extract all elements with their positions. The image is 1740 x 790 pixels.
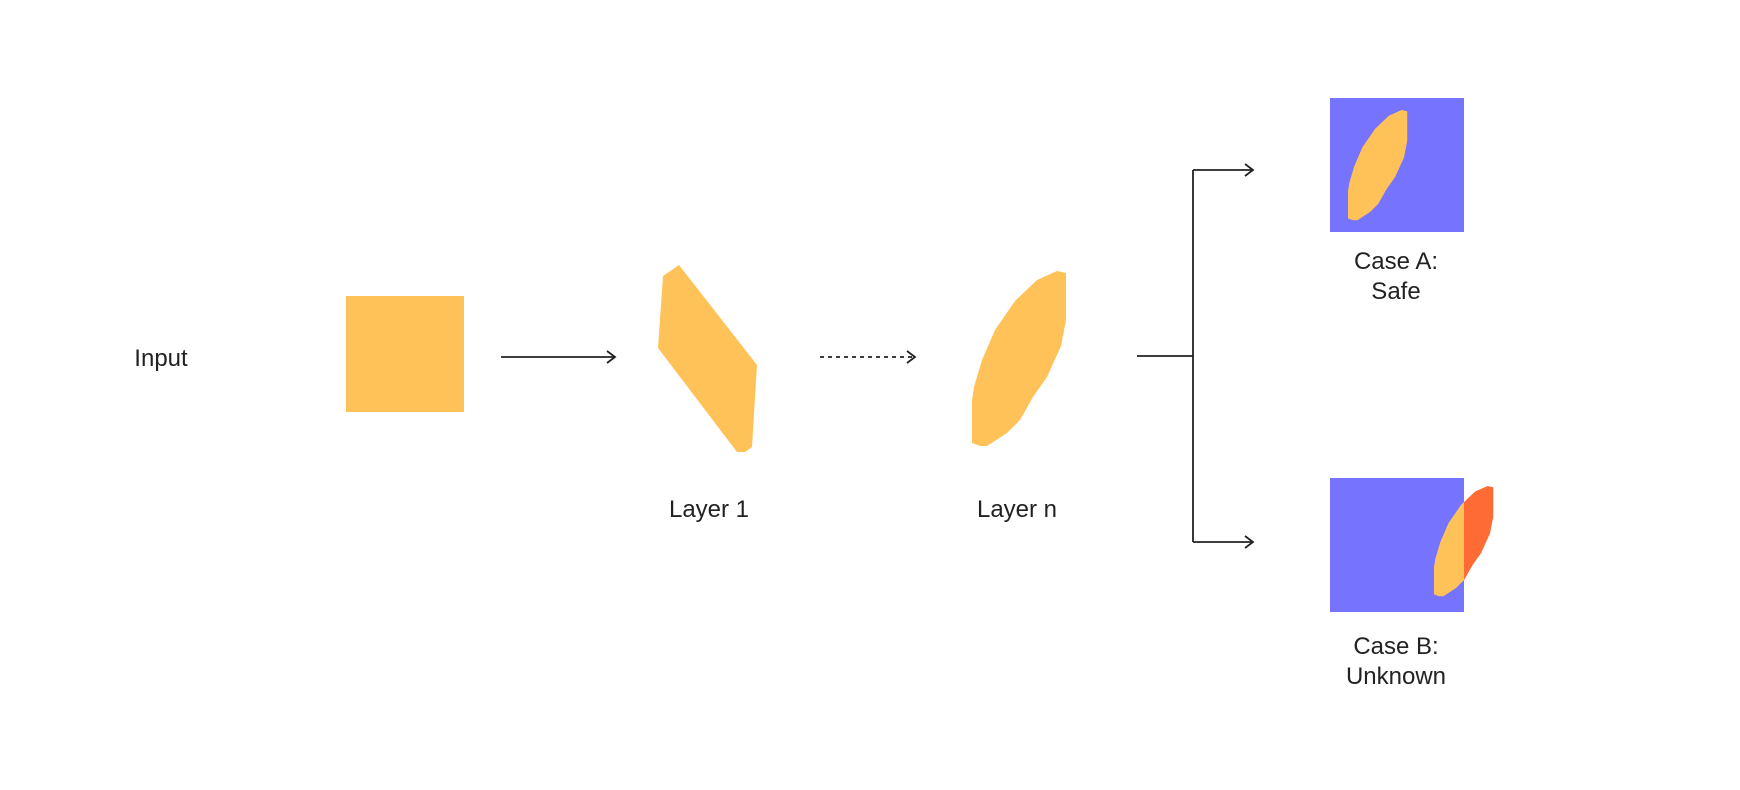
case-a-graphic	[1330, 98, 1464, 232]
case-b-title: Case B:	[1353, 633, 1439, 660]
input-label: Input	[134, 345, 188, 372]
input-square	[346, 296, 464, 412]
layern-label: Layer n	[976, 496, 1058, 523]
case-a-status: Safe	[1371, 278, 1421, 305]
layer1-shape	[658, 265, 757, 452]
case-b-label: Case B: Unknown	[1346, 632, 1446, 692]
case-a-label: Case A: Safe	[1354, 247, 1438, 307]
layern-shape	[972, 271, 1066, 446]
branch-connector	[1137, 170, 1194, 542]
case-a-title: Case A:	[1353, 248, 1439, 275]
layer1-label: Layer 1	[668, 496, 750, 523]
case-b-status: Unknown	[1345, 663, 1447, 690]
case-b-graphic	[1330, 478, 1494, 612]
